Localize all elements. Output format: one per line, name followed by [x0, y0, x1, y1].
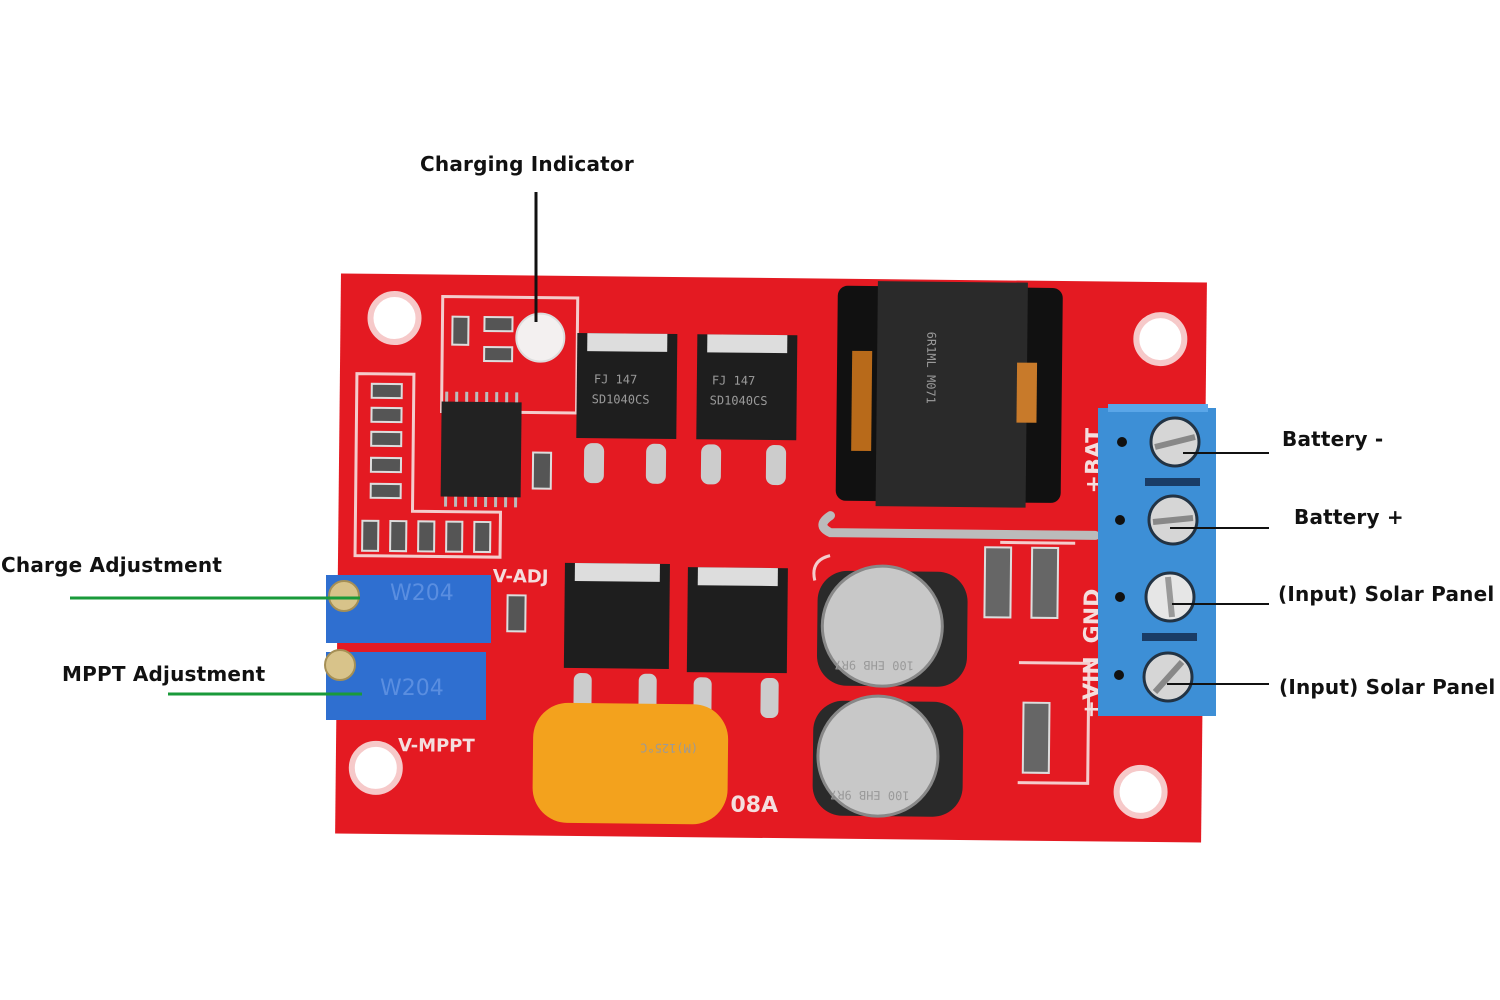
label-solar-panel-minus: (Input) Solar Panel -: [1278, 582, 1500, 606]
svg-text:(M)125°C: (M)125°C: [640, 741, 698, 756]
mounting-hole: [1133, 312, 1188, 367]
label-solar-panel-plus: (Input) Solar Panel +: [1279, 675, 1500, 699]
svg-text:FJ 147: FJ 147: [712, 373, 756, 387]
svg-text:V-MPPT: V-MPPT: [398, 735, 476, 757]
charging-indicator-led: [515, 312, 566, 363]
svg-text:W204: W204: [390, 581, 454, 606]
svg-text:SD1040CS: SD1040CS: [710, 393, 768, 408]
label-mppt-adjustment: MPPT Adjustment: [62, 662, 266, 686]
screw-battery-plus[interactable]: [1147, 494, 1199, 546]
screw-solar-minus[interactable]: [1144, 571, 1196, 623]
mppt-adjustment-potentiometer[interactable]: W204: [324, 649, 486, 720]
label-battery-minus: Battery -: [1282, 427, 1384, 451]
svg-text:SD1040CS: SD1040CS: [592, 392, 650, 407]
svg-text:100 EHB 9R7: 100 EHB 9R7: [830, 788, 910, 803]
screw-battery-minus[interactable]: [1149, 416, 1201, 468]
schottky-diode: FJ 147 SD1040CS: [576, 332, 678, 484]
mounting-hole: [1113, 764, 1168, 819]
svg-text:W204: W204: [380, 676, 444, 701]
svg-text:V-ADJ: V-ADJ: [493, 566, 549, 588]
bulk-capacitor: (M)125°C: [532, 702, 729, 825]
schottky-diode: FJ 147 SD1040CS: [696, 334, 798, 486]
label-battery-plus: Battery +: [1294, 505, 1404, 529]
svg-text:FJ 147: FJ 147: [594, 372, 638, 386]
label-charge-adjustment: Charge Adjustment: [1, 553, 223, 577]
svg-text:100 EHB 9R7: 100 EHB 9R7: [834, 658, 914, 673]
power-inductor: 6R1ML M071: [835, 281, 1063, 508]
mounting-hole: [367, 291, 422, 346]
svg-text:6R1ML M071: 6R1ML M071: [924, 332, 939, 404]
smd-capacitor: 100 EHB 9R7: [817, 564, 968, 688]
controller-ic: [440, 401, 522, 498]
svg-text:08A: 08A: [730, 793, 778, 818]
mosfet: [686, 567, 788, 719]
screw-solar-plus[interactable]: [1142, 651, 1194, 703]
smd-capacitor: 100 EHB 9R7: [812, 694, 964, 818]
charge-adjustment-potentiometer[interactable]: W204: [326, 575, 491, 643]
screw-terminal-block: [1098, 404, 1216, 716]
label-charging-indicator: Charging Indicator: [420, 152, 634, 176]
mounting-hole: [348, 740, 403, 795]
